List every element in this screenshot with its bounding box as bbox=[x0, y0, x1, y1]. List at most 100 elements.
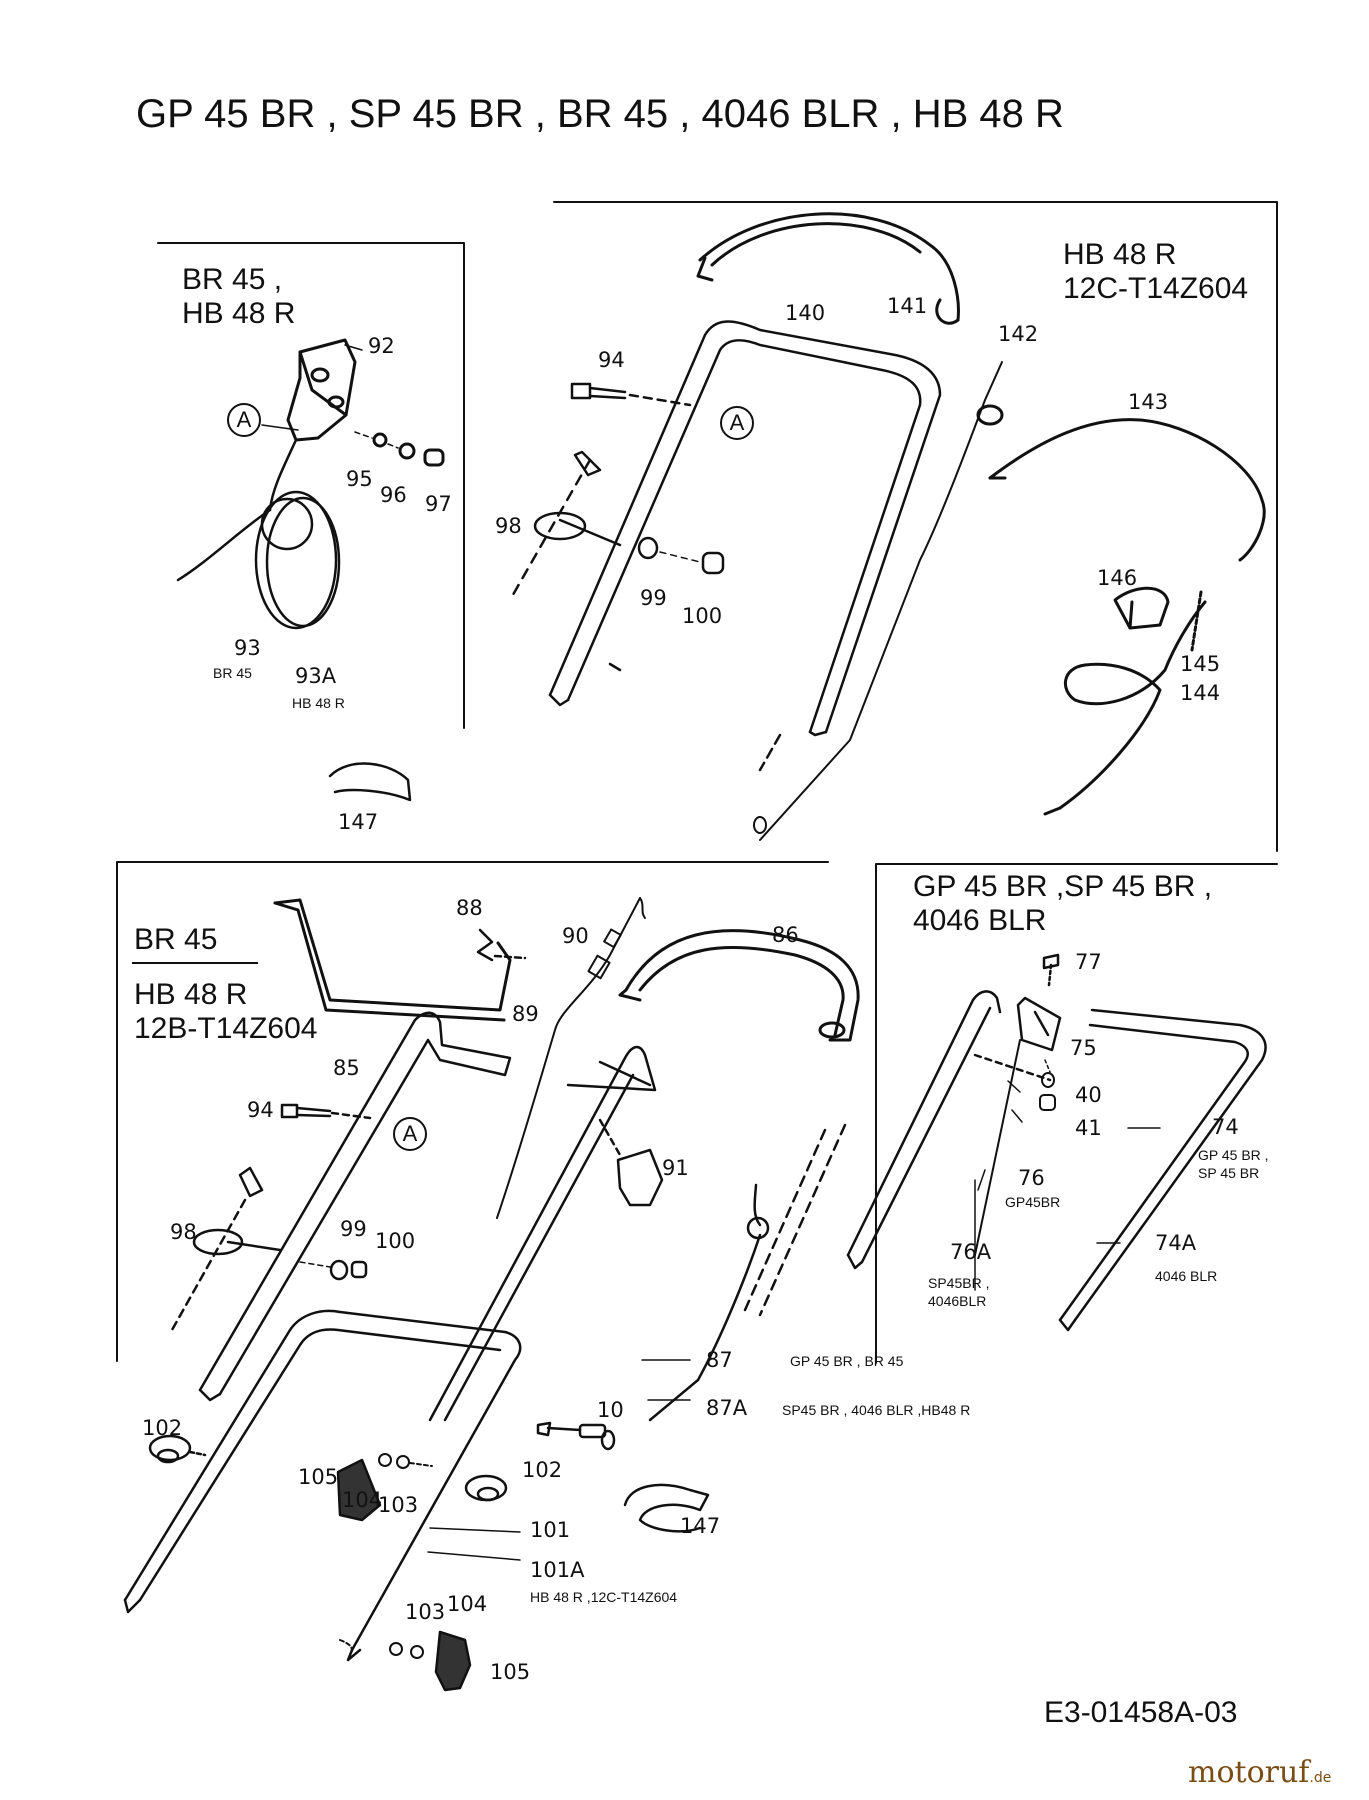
part-label-97: 97 bbox=[425, 492, 452, 516]
callout-a-3: A bbox=[393, 1117, 427, 1151]
part-label-10: 10 bbox=[597, 1398, 624, 1422]
frame-hb48r-12c bbox=[554, 202, 1277, 851]
box-12b-heading-2: HB 48 R bbox=[134, 978, 248, 1011]
note-76a-line2: 4046BLR bbox=[928, 1293, 987, 1309]
part-label-147b: 147 bbox=[680, 1514, 721, 1538]
clamp-102b bbox=[466, 1476, 506, 1500]
washers-104-103a bbox=[379, 1454, 432, 1468]
part-label-147a: 147 bbox=[338, 810, 379, 834]
upper-handle-12b bbox=[430, 1047, 655, 1420]
washer-nut-99-100b bbox=[300, 1261, 366, 1279]
handle-74 bbox=[848, 991, 1266, 1330]
part-label-87: 87 bbox=[706, 1348, 733, 1372]
part-label-101a: 101A bbox=[530, 1558, 585, 1582]
note-87: GP 45 BR , BR 45 bbox=[790, 1353, 904, 1369]
knob-91 bbox=[600, 1120, 662, 1205]
part-label-90: 90 bbox=[562, 924, 589, 948]
clip-88 bbox=[478, 930, 525, 960]
part-label-98a: 98 bbox=[495, 514, 522, 538]
part-label-98b: 98 bbox=[170, 1220, 197, 1244]
callout-a-2: A bbox=[720, 406, 754, 440]
box-hb48r-heading-2: 12C-T14Z604 bbox=[1063, 272, 1249, 305]
part-label-91: 91 bbox=[662, 1156, 689, 1180]
part-label-87a: 87A bbox=[706, 1396, 748, 1420]
knob-105b bbox=[436, 1632, 470, 1690]
part-label-76: 76 bbox=[1018, 1166, 1045, 1190]
part-label-105b: 105 bbox=[490, 1660, 531, 1684]
note-76a-line1: SP45BR , bbox=[928, 1275, 990, 1291]
part-label-93a: 93A bbox=[295, 664, 337, 688]
note-93a: HB 48 R bbox=[292, 695, 345, 711]
bolt-94a bbox=[572, 384, 690, 405]
washer-nut-99-100a bbox=[639, 538, 723, 573]
part-label-100a: 100 bbox=[682, 604, 723, 628]
bail-143 bbox=[990, 420, 1264, 560]
cable-coil-144 bbox=[1045, 592, 1205, 814]
part-label-144: 144 bbox=[1180, 681, 1221, 705]
part-label-40: 40 bbox=[1075, 1083, 1102, 1107]
part-label-75: 75 bbox=[1070, 1036, 1097, 1060]
bail-86 bbox=[620, 931, 858, 1040]
box-12b-heading-3: 12B-T14Z604 bbox=[134, 1012, 318, 1045]
part-label-74a: 74A bbox=[1155, 1231, 1197, 1255]
part-label-94b: 94 bbox=[247, 1098, 274, 1122]
clip-147a bbox=[330, 764, 410, 800]
washer-nut-40-41 bbox=[1040, 1073, 1055, 1110]
part-label-86: 86 bbox=[772, 923, 799, 947]
box-hb48r-heading-1: HB 48 R bbox=[1063, 238, 1177, 271]
note-74-line1: GP 45 BR , bbox=[1198, 1147, 1269, 1163]
part-label-101: 101 bbox=[530, 1518, 571, 1542]
part-label-89: 89 bbox=[512, 1002, 539, 1026]
part-label-105a: 105 bbox=[298, 1465, 339, 1489]
part-label-104a: 104 bbox=[342, 1488, 383, 1512]
cable-89-90 bbox=[497, 898, 645, 1218]
part-label-141: 141 bbox=[887, 294, 928, 318]
bail-cable-141 bbox=[698, 214, 958, 323]
part-label-104b: 104 bbox=[447, 1592, 488, 1616]
part-label-140: 140 bbox=[785, 301, 826, 325]
page-title: GP 45 BR , SP 45 BR , BR 45 , 4046 BLR ,… bbox=[136, 92, 1064, 136]
box-gp45br-heading-1: GP 45 BR ,SP 45 BR , bbox=[913, 870, 1213, 903]
note-74a: 4046 BLR bbox=[1155, 1268, 1218, 1284]
cable-coil-93 bbox=[178, 440, 339, 628]
part-label-142: 142 bbox=[998, 322, 1039, 346]
bolt-10 bbox=[538, 1423, 614, 1449]
cable-87 bbox=[650, 1125, 845, 1420]
clip-147b bbox=[625, 1485, 708, 1531]
part-label-74: 74 bbox=[1212, 1115, 1239, 1139]
part-label-95: 95 bbox=[346, 467, 373, 491]
box-br45-heading-1: BR 45 , bbox=[182, 263, 283, 296]
knob-146 bbox=[1115, 588, 1168, 628]
cable-guide-98b bbox=[172, 1168, 280, 1330]
part-label-88: 88 bbox=[456, 896, 483, 920]
knob-105a bbox=[338, 1460, 380, 1520]
lower-handle-101 bbox=[125, 1311, 520, 1660]
box-br45-heading-2: HB 48 R bbox=[182, 297, 296, 330]
part-label-92: 92 bbox=[368, 334, 395, 358]
part-label-143: 143 bbox=[1128, 390, 1169, 414]
washers-103-104b bbox=[340, 1640, 423, 1658]
lever-75 bbox=[975, 998, 1060, 1255]
leader-lines bbox=[428, 1081, 1160, 1560]
part-label-102b: 102 bbox=[522, 1458, 563, 1482]
part-label-102a: 102 bbox=[142, 1416, 183, 1440]
bolt-94b bbox=[282, 1105, 370, 1118]
cable-guide-98a bbox=[510, 452, 620, 600]
cable-142 bbox=[754, 362, 1002, 840]
part-label-77: 77 bbox=[1075, 950, 1102, 974]
upper-handle-140 bbox=[550, 322, 940, 770]
box-12b-heading-1: BR 45 bbox=[134, 923, 218, 956]
diagram-code: E3-01458A-03 bbox=[1044, 1696, 1238, 1729]
watermark-brand: motoruf bbox=[1188, 1755, 1310, 1790]
note-74-line2: SP 45 BR bbox=[1198, 1165, 1260, 1181]
part-label-103b: 103 bbox=[405, 1600, 446, 1624]
part-label-100b: 100 bbox=[375, 1229, 416, 1253]
screw-77 bbox=[1044, 955, 1058, 985]
part-label-96: 96 bbox=[380, 483, 407, 507]
part-label-99b: 99 bbox=[340, 1217, 367, 1241]
box-12b-underline bbox=[132, 962, 258, 964]
note-87a: SP45 BR , 4046 BLR ,HB48 R bbox=[782, 1402, 971, 1418]
part-label-103a: 103 bbox=[378, 1493, 419, 1517]
lower-handle-85 bbox=[200, 1013, 510, 1400]
